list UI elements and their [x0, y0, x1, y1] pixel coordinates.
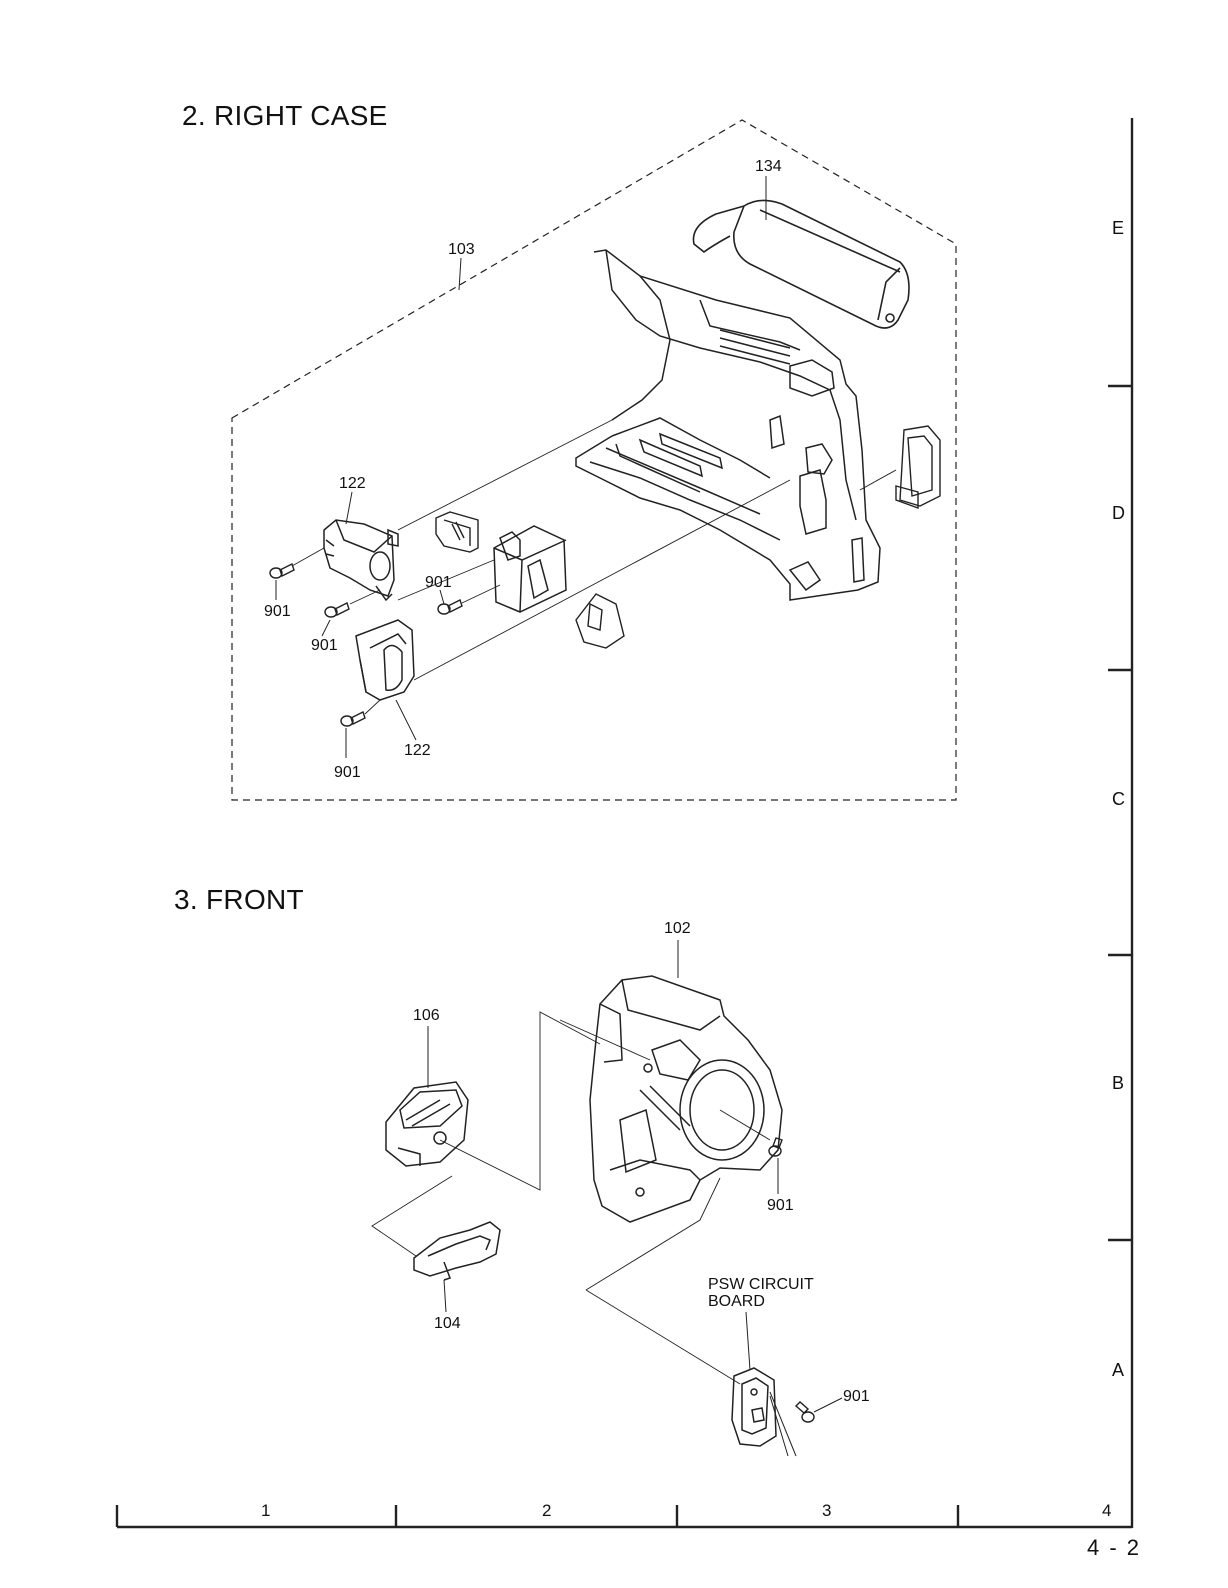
part-label-102: 102	[664, 921, 691, 937]
screw	[270, 564, 294, 578]
part-label-106: 106	[413, 1008, 440, 1024]
grid-row-label: C	[1112, 789, 1125, 810]
part-label-122: 122	[339, 476, 366, 492]
bracket-part	[436, 512, 478, 552]
front-case-housing	[590, 976, 782, 1222]
assembly-guide-lines	[292, 420, 790, 714]
part-label-104: 104	[434, 1316, 461, 1332]
bracket-104	[414, 1222, 500, 1280]
part-label-103: 103	[448, 242, 475, 258]
grid-column-label: 1	[261, 1501, 270, 1521]
part-label-122: 122	[404, 743, 431, 759]
psw-board-label-line2: BOARD	[708, 1294, 765, 1310]
connector-block-part	[494, 526, 566, 612]
grid-column-label: 3	[822, 1501, 831, 1521]
grid-column-label: 2	[542, 1501, 551, 1521]
switch-assembly-122-lower	[356, 620, 414, 700]
psw-board-label-line1: PSW CIRCUIT	[708, 1277, 814, 1293]
module-106	[386, 1082, 468, 1166]
part-label-901: 901	[843, 1389, 870, 1405]
screw	[796, 1402, 814, 1422]
part-label-901: 901	[311, 638, 338, 654]
right-case-housing	[576, 250, 880, 600]
psw-circuit-board	[732, 1368, 776, 1446]
assembly-dashed-outline	[232, 120, 956, 800]
grid-row-label: A	[1112, 1360, 1124, 1381]
screw	[325, 603, 349, 617]
assembly-guide-line	[860, 470, 896, 490]
part-label-901: 901	[264, 604, 291, 620]
screw	[438, 600, 462, 614]
part-label-134: 134	[755, 159, 782, 175]
part-label-901: 901	[425, 575, 452, 591]
grid-row-label: B	[1112, 1073, 1124, 1094]
side-cover-part	[896, 426, 940, 508]
grid-row-label: D	[1112, 503, 1125, 524]
grid-column-label: 4	[1102, 1501, 1111, 1521]
part-label-901: 901	[334, 765, 361, 781]
screw	[341, 712, 365, 726]
latch-part	[576, 594, 624, 648]
page-number: 4 - 2	[1087, 1535, 1141, 1561]
part-label-901: 901	[767, 1198, 794, 1214]
hand-strap	[693, 200, 909, 328]
grid-row-label: E	[1112, 218, 1124, 239]
assembly-guide-lines	[372, 1012, 770, 1384]
switch-assembly-122-upper	[324, 520, 398, 600]
